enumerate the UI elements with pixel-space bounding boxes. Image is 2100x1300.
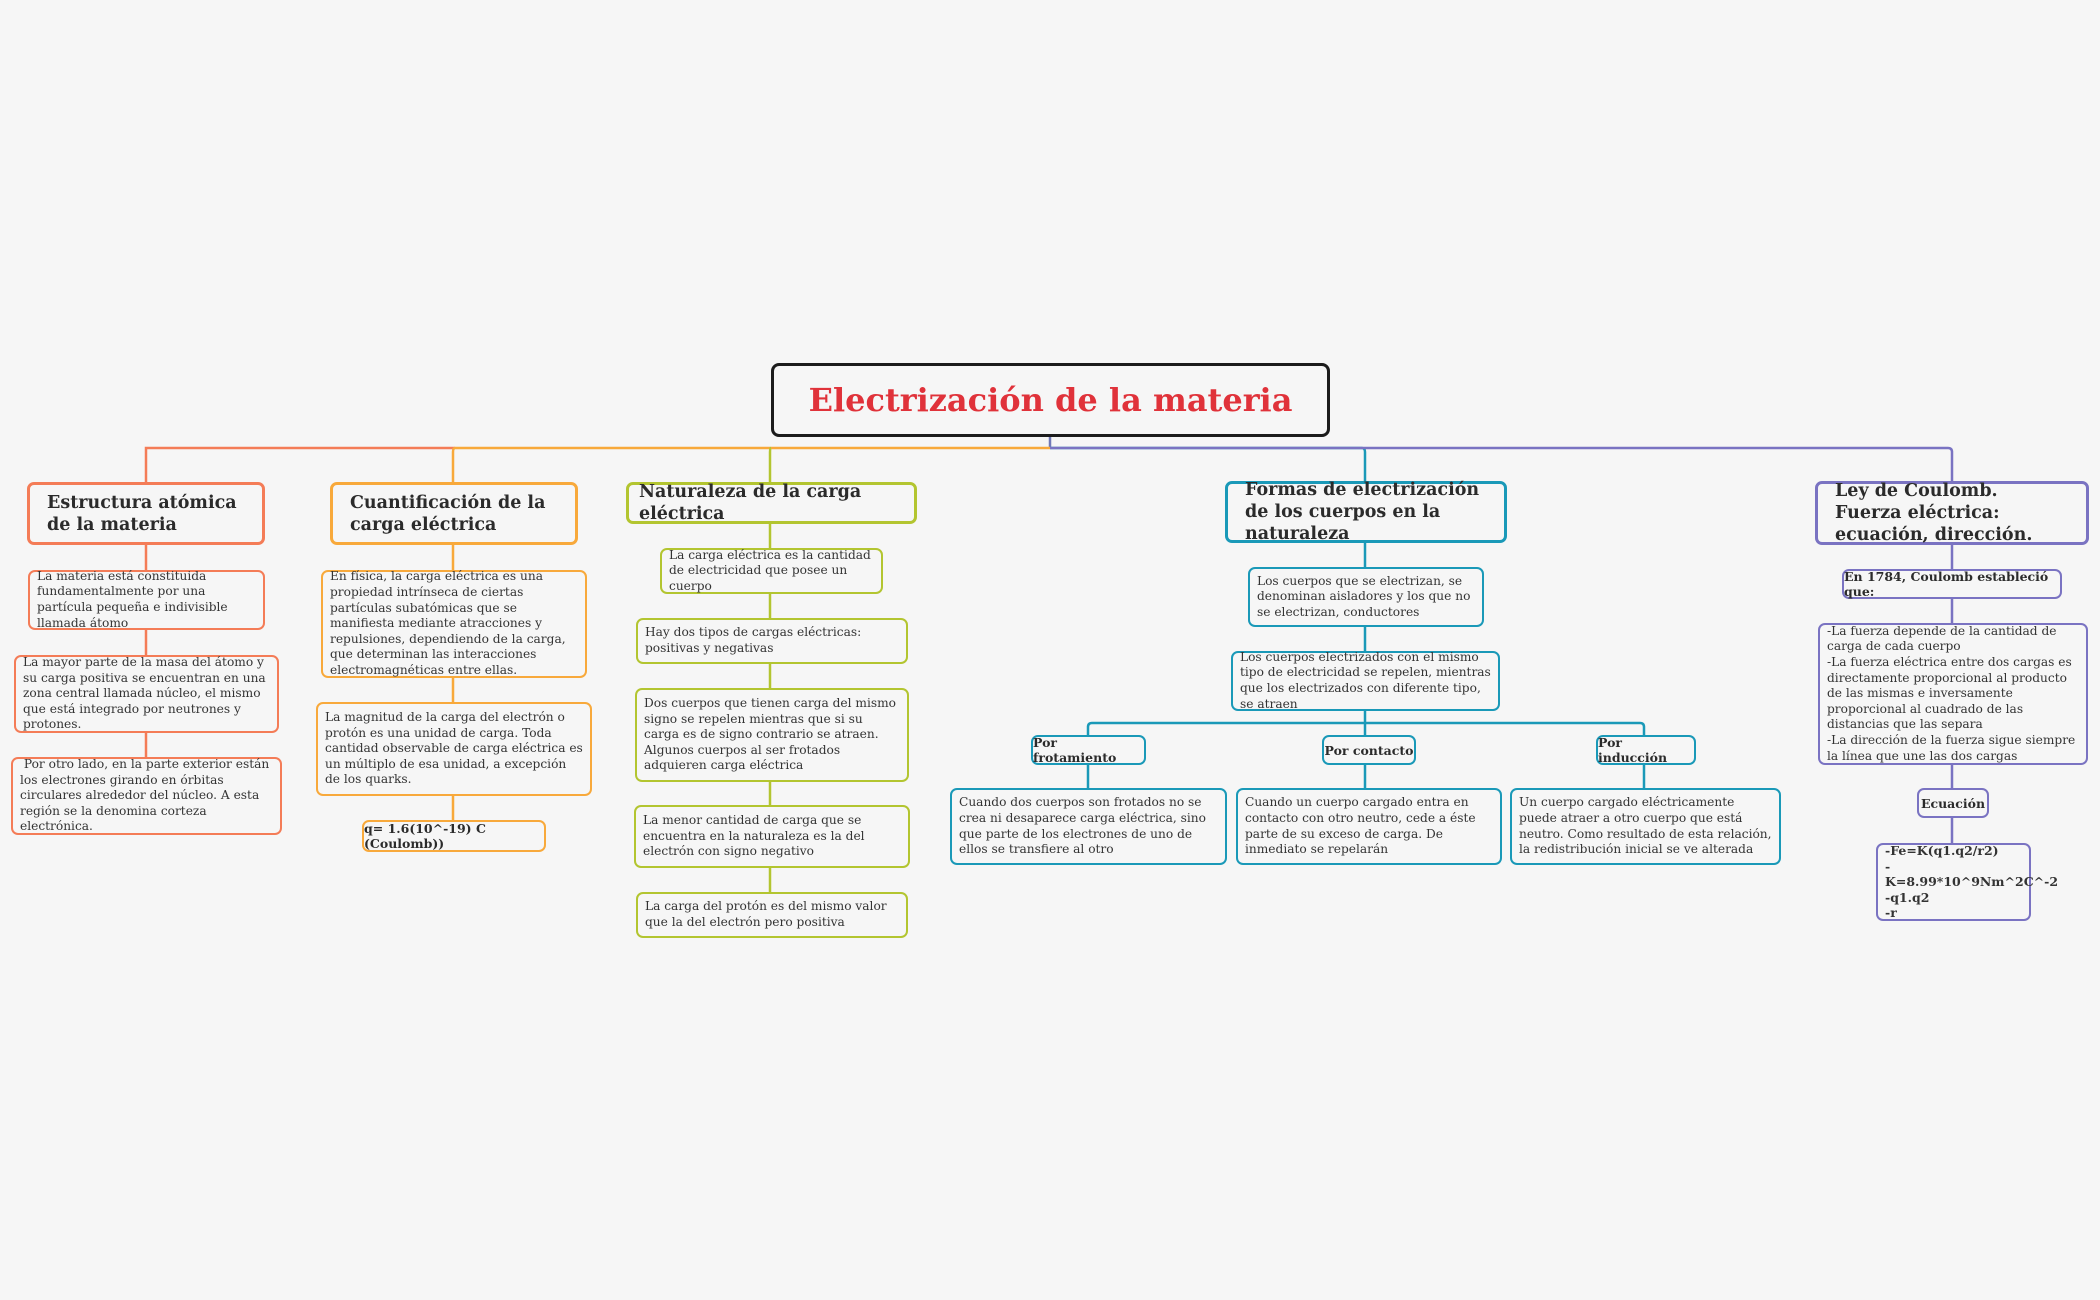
subtopic[interactable]: La magnitud de la carga del electrón o p… bbox=[316, 702, 592, 796]
subtopic-text: Dos cuerpos que tienen carga del mismo s… bbox=[644, 696, 896, 773]
coulomb-intro[interactable]: En 1784, Coulomb estableció que: bbox=[1842, 569, 2062, 599]
method-title: Por inducción bbox=[1598, 735, 1668, 765]
topic-title: Ley de Coulomb. Fuerza eléctrica: ecuaci… bbox=[1835, 481, 2033, 545]
method-text: Un cuerpo cargado eléctricamente puede a… bbox=[1519, 795, 1772, 857]
subtopic-text: Por otro lado, en la parte exterior está… bbox=[20, 757, 274, 834]
subtopic[interactable]: Dos cuerpos que tienen carga del mismo s… bbox=[635, 688, 909, 782]
subtopic-text: La magnitud de la carga del electrón o p… bbox=[325, 710, 583, 787]
topic-title: Cuantificación de la carga eléctrica bbox=[350, 492, 546, 535]
topic-title: Estructura atómica de la materia bbox=[47, 492, 237, 535]
equation-label: Ecuación bbox=[1920, 795, 1986, 811]
topic-estructura-atomica[interactable]: Estructura atómica de la materia bbox=[27, 482, 265, 545]
root-topic[interactable]: Electrización de la materia bbox=[771, 363, 1330, 437]
subtopic-text: La carga eléctrica es la cantidad de ele… bbox=[669, 547, 871, 593]
subtopic-text: La menor cantidad de carga que se encuen… bbox=[643, 813, 865, 859]
topic-formas-electrizacion[interactable]: Formas de electrización de los cuerpos e… bbox=[1225, 480, 1507, 544]
subtopic[interactable]: En física, la carga eléctrica es una pro… bbox=[321, 569, 587, 678]
root-title: Electrización de la materia bbox=[808, 381, 1293, 419]
topic-ley-coulomb[interactable]: Ley de Coulomb. Fuerza eléctrica: ecuaci… bbox=[1815, 481, 2089, 545]
method-description[interactable]: Cuando dos cuerpos son frotados no se cr… bbox=[950, 788, 1227, 865]
topic-naturaleza-carga[interactable]: Naturaleza de la carga eléctrica bbox=[626, 482, 917, 524]
topic-title: Naturaleza de la carga eléctrica bbox=[639, 482, 862, 524]
subtopic[interactable]: La materia está constituida fundamentalm… bbox=[28, 568, 265, 630]
method-text: Cuando un cuerpo cargado entra en contac… bbox=[1245, 795, 1476, 857]
formula-text: q= 1.6(10^-19) C (Coulomb)) bbox=[364, 821, 486, 851]
method-text: Cuando dos cuerpos son frotados no se cr… bbox=[959, 795, 1206, 857]
subtopic-text: La carga del protón es del mismo valor q… bbox=[645, 899, 887, 929]
method-title: Por frotamiento bbox=[1033, 735, 1117, 765]
method-frotamiento[interactable]: Por frotamiento bbox=[1031, 735, 1146, 765]
method-contacto[interactable]: Por contacto bbox=[1322, 735, 1416, 765]
laws-text: -La fuerza depende de la cantidad de car… bbox=[1827, 623, 2076, 763]
topic-cuantificacion-carga[interactable]: Cuantificación de la carga eléctrica bbox=[330, 482, 578, 545]
method-induccion[interactable]: Por inducción bbox=[1596, 735, 1696, 765]
equation-node[interactable]: -Fe=K(q1.q2/r2) -K=8.99*10^9Nm^2C^-2 -q1… bbox=[1876, 843, 2058, 921]
coulomb-laws[interactable]: -La fuerza depende de la cantidad de car… bbox=[1818, 623, 2088, 765]
method-description[interactable]: Cuando un cuerpo cargado entra en contac… bbox=[1236, 788, 1502, 865]
subtopic[interactable]: La mayor parte de la masa del átomo y su… bbox=[14, 655, 279, 733]
formula-carga-electron[interactable]: q= 1.6(10^-19) C (Coulomb)) bbox=[362, 820, 546, 852]
equation-text: -Fe=K(q1.q2/r2) -K=8.99*10^9Nm^2C^-2 -q1… bbox=[1885, 843, 2059, 921]
subtopic-text: En física, la carga eléctrica es una pro… bbox=[330, 569, 566, 677]
subtopic[interactable]: La carga eléctrica es la cantidad de ele… bbox=[660, 548, 883, 594]
subtopic[interactable]: Hay dos tipos de cargas eléctricas: posi… bbox=[636, 618, 908, 664]
subtopic[interactable]: La menor cantidad de carga que se encuen… bbox=[634, 805, 910, 868]
subtopic[interactable]: La carga del protón es del mismo valor q… bbox=[636, 892, 908, 938]
subtopic[interactable]: Por otro lado, en la parte exterior está… bbox=[11, 757, 282, 835]
subtopic-text: La materia está constituida fundamentalm… bbox=[37, 568, 228, 630]
equation-label-node[interactable]: Ecuación bbox=[1917, 788, 1989, 818]
topic-title: Formas de electrización de los cuerpos e… bbox=[1245, 480, 1480, 544]
subtopic-text: La mayor parte de la masa del átomo y su… bbox=[23, 655, 266, 732]
intro-text: En 1784, Coulomb estableció que: bbox=[1844, 569, 2049, 599]
subtopic[interactable]: Los cuerpos que se electrizan, se denomi… bbox=[1248, 567, 1484, 627]
subtopic-text: Los cuerpos electrizados con el mismo ti… bbox=[1240, 649, 1491, 711]
method-title: Por contacto bbox=[1324, 742, 1414, 758]
subtopic-text: Hay dos tipos de cargas eléctricas: posi… bbox=[645, 625, 862, 655]
method-description[interactable]: Un cuerpo cargado eléctricamente puede a… bbox=[1510, 788, 1781, 865]
subtopic[interactable]: Los cuerpos electrizados con el mismo ti… bbox=[1231, 649, 1500, 711]
subtopic-text: Los cuerpos que se electrizan, se denomi… bbox=[1257, 573, 1471, 619]
